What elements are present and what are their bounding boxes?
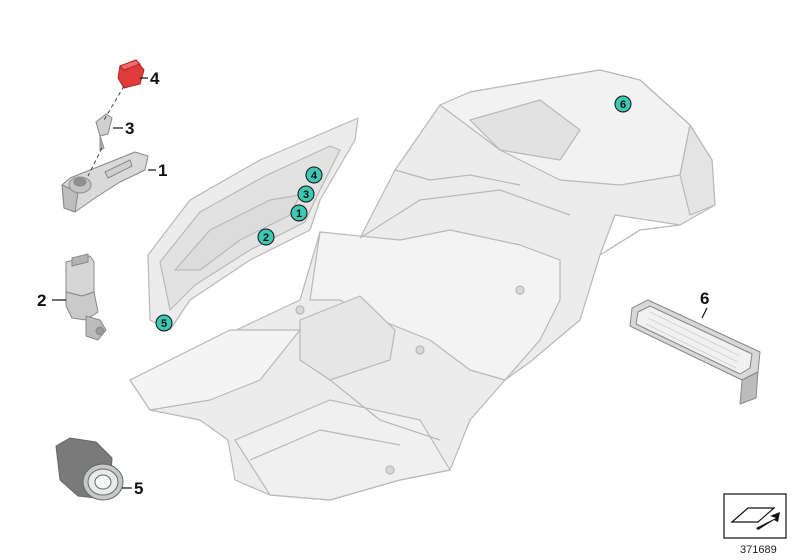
document-number: 371689 bbox=[740, 544, 777, 556]
part-1-sensor-bracket bbox=[61, 151, 149, 213]
callout-3: 3 bbox=[297, 185, 315, 203]
callout-1-text: 1 bbox=[296, 208, 302, 220]
leader-lines bbox=[52, 77, 708, 489]
callout-5-text: 5 bbox=[161, 318, 167, 330]
label-part-6: 6 bbox=[700, 289, 709, 308]
assembly-dashed-line bbox=[87, 85, 125, 177]
vehicle-floor-body bbox=[129, 69, 716, 501]
callout-5: 5 bbox=[155, 314, 173, 332]
label-part-1: 1 bbox=[158, 161, 167, 180]
callout-6: 6 bbox=[614, 95, 632, 113]
part-2-connector-sensor bbox=[65, 253, 107, 341]
callout-2-text: 2 bbox=[263, 232, 269, 244]
label-part-5: 5 bbox=[134, 479, 143, 498]
callout-2: 2 bbox=[257, 228, 275, 246]
callout-3-text: 3 bbox=[303, 189, 309, 201]
label-part-3: 3 bbox=[125, 119, 134, 138]
callout-4: 4 bbox=[305, 166, 323, 184]
label-part-2: 2 bbox=[37, 291, 46, 310]
callout-4-text: 4 bbox=[311, 170, 318, 182]
door-trim-panel bbox=[147, 117, 359, 331]
part-5-round-sensor bbox=[55, 437, 124, 501]
part-4-switch bbox=[117, 59, 145, 89]
label-part-4: 4 bbox=[150, 69, 160, 88]
callout-6-text: 6 bbox=[620, 99, 626, 111]
callout-1: 1 bbox=[290, 204, 308, 222]
orientation-arrow-icon bbox=[723, 493, 787, 539]
part-6-light-unit bbox=[629, 299, 761, 405]
